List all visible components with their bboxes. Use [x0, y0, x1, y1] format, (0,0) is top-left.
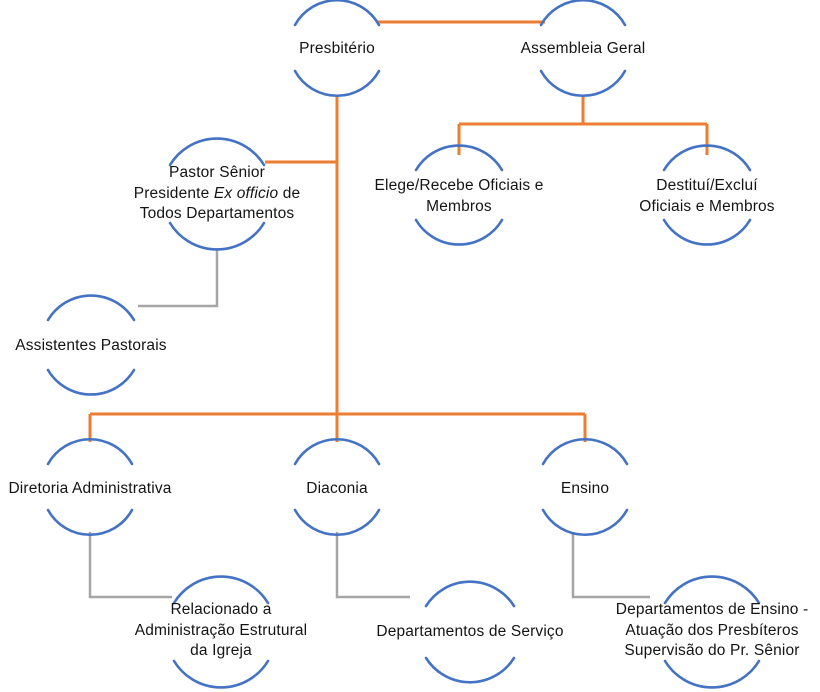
node-assistentes-pastorais[interactable]: Assistentes Pastorais [0, 331, 191, 361]
node-arc-diaconia-top [293, 437, 381, 466]
node-arc-elege-top [414, 144, 504, 172]
node-arc-departamentos-servico-bottom [424, 656, 516, 684]
edge-pastor-assistentes [138, 248, 219, 308]
edge-diaconia-departamentos-servico [335, 532, 410, 599]
node-assistentes-pastorais-label: Assistentes Pastorais [15, 336, 167, 354]
node-arc-relacionado-bottom [172, 659, 270, 689]
node-arc-relacionado-top [172, 575, 270, 605]
node-pastor-senior-line1: Pastor Sênior [169, 163, 265, 181]
node-destitui-exclui[interactable]: Destituí/Excluí Oficiais e Membros [617, 174, 797, 220]
edge-ensino-departamentos-ensino [571, 532, 650, 599]
node-arc-pastor-senior-top [168, 137, 266, 167]
node-ensino-label: Ensino [560, 479, 610, 497]
node-arc-assembleia-bottom [539, 69, 627, 98]
node-diretoria-administrativa-label: Diretoria Administrativa [8, 479, 172, 497]
node-departamentos-ensino[interactable]: Departamentos de Ensino - Atuação dos Pr… [592, 600, 820, 662]
node-assembleia-geral[interactable]: Assembleia Geral [483, 34, 683, 64]
node-arc-ensino-top [541, 437, 629, 466]
node-diaconia-label: Diaconia [306, 479, 368, 497]
node-outlines [46, 0, 761, 689]
node-arc-destitui-bottom [662, 218, 752, 246]
node-relacionado-administracao-label: Relacionado a Administração Estrutural d… [134, 600, 308, 660]
node-pastor-senior-line2-post: de [278, 184, 301, 202]
node-ensino[interactable]: Ensino [485, 474, 685, 504]
primary-connectors [88, 20, 709, 442]
node-elege-recebe[interactable]: Elege/Recebe Oficiais e Membros [359, 174, 559, 220]
node-presbiterio[interactable]: Presbitério [237, 34, 437, 64]
secondary-connectors [88, 248, 650, 599]
node-diretoria-administrativa[interactable]: Diretoria Administrativa [0, 474, 190, 504]
node-arc-pastor-senior-bottom [168, 221, 266, 251]
node-departamentos-servico-label: Departamentos de Serviço [376, 622, 564, 640]
node-arc-elege-bottom [414, 218, 504, 246]
node-arc-presbiterio-bottom [293, 69, 381, 98]
node-elege-recebe-label: Elege/Recebe Oficiais e Membros [374, 177, 544, 215]
edge-diretoria-relacionado [88, 532, 172, 599]
node-arc-diretoria-top [46, 437, 134, 466]
node-arc-destitui-top [662, 144, 752, 172]
node-pastor-senior-line3: Todos Departamentos [139, 205, 295, 223]
node-arc-assembleia-top [539, 0, 627, 27]
node-arc-departamentos-ensino-top [663, 575, 761, 605]
node-departamentos-servico[interactable]: Departamentos de Serviço [360, 617, 580, 647]
node-pastor-senior-line2-italic: Ex officio [213, 184, 279, 202]
node-arc-assistentes-bottom [46, 368, 136, 396]
node-pastor-senior-line2-pre: Presidente [133, 184, 214, 202]
node-arc-departamentos-servico-top [424, 580, 516, 608]
node-diaconia[interactable]: Diaconia [237, 474, 437, 504]
node-arc-presbiterio-top [293, 0, 381, 27]
node-relacionado-administracao[interactable]: Relacionado a Administração Estrutural d… [101, 600, 341, 662]
node-assembleia-geral-label: Assembleia Geral [520, 39, 646, 57]
node-arc-departamentos-ensino-bottom [663, 659, 761, 689]
node-arc-ensino-bottom [541, 508, 629, 537]
node-arc-assistentes-top [46, 294, 136, 322]
node-destitui-exclui-label: Destituí/Excluí Oficiais e Membros [639, 177, 775, 215]
node-presbiterio-label: Presbitério [299, 39, 375, 57]
node-departamentos-ensino-label: Departamentos de Ensino - Atuação dos Pr… [615, 600, 809, 660]
node-arc-diretoria-bottom [46, 508, 134, 537]
node-arc-diaconia-bottom [293, 508, 381, 537]
